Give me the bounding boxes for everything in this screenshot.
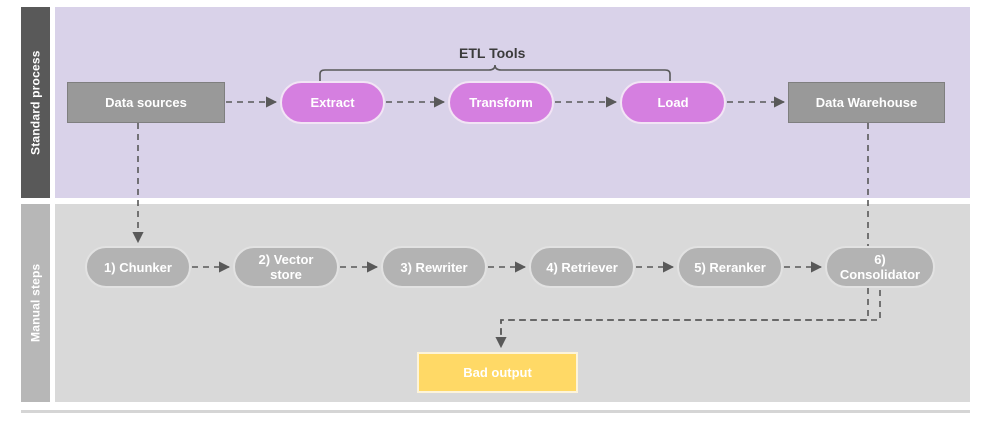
lane-label-standard-process: Standard process	[21, 7, 50, 198]
node-vector-store[interactable]: 2) Vector store	[233, 246, 339, 288]
node-data-sources[interactable]: Data sources	[67, 82, 225, 123]
lane-label-manual-steps: Manual steps	[21, 204, 50, 402]
node-consolidator-line2: Consolidator	[839, 267, 921, 282]
node-transform[interactable]: Transform	[448, 81, 554, 124]
node-extract[interactable]: Extract	[280, 81, 385, 124]
node-retriever[interactable]: 4) Retriever	[529, 246, 635, 288]
node-load[interactable]: Load	[620, 81, 726, 124]
node-consolidator[interactable]: 6) Consolidator	[825, 246, 935, 288]
node-vector-store-line2: store	[270, 267, 302, 282]
node-rewriter[interactable]: 3) Rewriter	[381, 246, 487, 288]
etl-tools-label: ETL Tools	[459, 45, 526, 61]
bottom-divider	[21, 410, 970, 413]
node-reranker[interactable]: 5) Reranker	[677, 246, 783, 288]
node-data-warehouse[interactable]: Data Warehouse	[788, 82, 945, 123]
node-vector-store-line1: 2) Vector	[258, 252, 314, 267]
node-bad-output[interactable]: Bad output	[417, 352, 578, 393]
node-chunker[interactable]: 1) Chunker	[85, 246, 191, 288]
node-consolidator-line1: 6)	[874, 252, 886, 267]
